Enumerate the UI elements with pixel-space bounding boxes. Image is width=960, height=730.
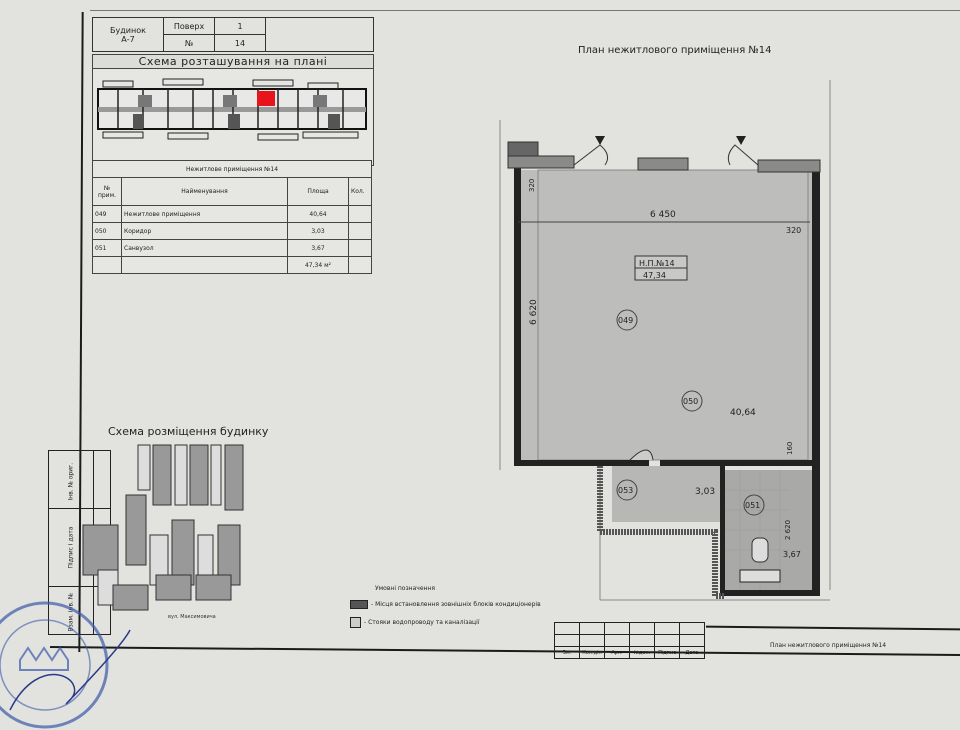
col-name: Найменування xyxy=(121,177,288,206)
room-table-title: Нежитлове приміщення №14 xyxy=(92,160,372,178)
street-label: вул. Максимовича xyxy=(168,614,216,620)
room-053-label: 053 xyxy=(618,486,633,495)
location-scheme: Схема розташування на плані xyxy=(92,54,374,166)
room-table: Нежитлове приміщення №14 № прим. Наймену… xyxy=(92,160,372,274)
unit-label: Н.П.№14 xyxy=(639,259,675,268)
building-label: Будинок xyxy=(110,25,146,35)
row-area: 3,67 xyxy=(287,239,349,257)
building-scheme-title: Схема розміщення будинку xyxy=(108,425,269,438)
side-stamp-inv: Інв. № ориг. xyxy=(67,462,75,501)
floor-plan: 6 450 6 620 320 320 160 2 620 Н.П.№14 47… xyxy=(499,80,831,601)
title-block-top-line xyxy=(705,625,960,631)
dim-bath: 2 620 xyxy=(784,520,792,540)
dim-320-top: 320 xyxy=(528,179,536,192)
floor-schematic xyxy=(97,78,367,141)
location-scheme-title: Схема розташування на плані xyxy=(93,55,373,69)
dim-height: 6 620 xyxy=(529,299,539,325)
dim-160: 160 xyxy=(786,442,794,455)
dim-width: 6 450 xyxy=(650,210,676,220)
tb-col-doc: №док. xyxy=(629,646,655,659)
official-seal xyxy=(0,601,131,729)
legend-item-ac-label: - Місця встановлення зовнішніх блоків ко… xyxy=(371,601,541,608)
floor-label: Поверх xyxy=(163,17,215,35)
legend-title: Умовні позначення xyxy=(375,585,435,592)
ac-block-swatch-icon xyxy=(350,600,368,609)
legend-item-riser-label: - Стояки водопроводу та каналізації xyxy=(364,619,480,626)
row-num: 050 xyxy=(92,222,122,240)
plan-title: План нежитлового приміщення №14 xyxy=(578,45,772,56)
number-label: № xyxy=(163,34,215,52)
col-area: Площа xyxy=(287,177,349,206)
tb-col-qty: Кол.діл xyxy=(579,646,605,659)
area-corridor: 3,03 xyxy=(695,487,715,497)
side-stamp-sign: Підпис і дата xyxy=(67,526,75,569)
unit-highlight xyxy=(257,91,275,106)
number-value: 14 xyxy=(214,34,266,52)
frame-top-border xyxy=(90,10,960,11)
total-area: 47,34 м² xyxy=(287,256,349,274)
room-049 xyxy=(518,170,818,460)
riser-swatch-icon xyxy=(350,617,361,628)
tb-col-sheet: Арк. xyxy=(604,646,630,659)
room-053 xyxy=(612,466,720,522)
area-bath: 3,67 xyxy=(783,550,801,559)
legend-item-riser: - Стояки водопроводу та каналізації xyxy=(350,617,550,628)
tb-col-sign: Підпис xyxy=(654,646,680,659)
area-main: 40,64 xyxy=(730,408,756,418)
col-qty: Кол. xyxy=(348,177,372,206)
unit-area: 47,34 xyxy=(643,271,666,280)
row-area: 40,64 xyxy=(287,205,349,223)
building-value: А-7 xyxy=(121,34,135,44)
tb-col-date: Дата xyxy=(679,646,705,659)
room-049-label: 049 xyxy=(618,316,633,325)
row-name: Санвузол xyxy=(121,239,288,257)
col-num: № прим. xyxy=(92,177,122,206)
legend-item-ac: - Місця встановлення зовнішніх блоків ко… xyxy=(350,600,550,609)
row-name: Коридор xyxy=(121,222,288,240)
floor-value: 1 xyxy=(214,17,266,35)
title-block: Зм. Кол.діл Арк. №док. Підпис Дата xyxy=(554,622,705,659)
title-block-title: План нежитлового приміщення №14 xyxy=(770,642,887,649)
row-name: Нежитлове приміщення xyxy=(121,205,288,223)
row-area: 3,03 xyxy=(287,222,349,240)
room-051-label: 051 xyxy=(745,501,760,510)
tb-col-change: Зм. xyxy=(554,646,580,659)
building-site-map: вул. Максимовича xyxy=(82,444,244,620)
legend: Умовні позначення - Місця встановлення з… xyxy=(350,585,550,628)
room-050-label: 050 xyxy=(683,397,698,406)
dim-320-right: 320 xyxy=(786,226,801,235)
row-num: 051 xyxy=(92,239,122,257)
row-num: 049 xyxy=(92,205,122,223)
